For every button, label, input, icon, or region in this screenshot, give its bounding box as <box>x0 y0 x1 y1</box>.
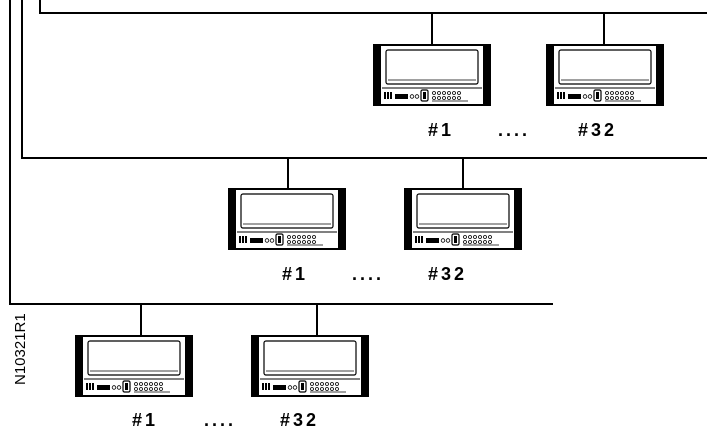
bus-lines <box>9 0 707 305</box>
drop-lines <box>140 13 605 336</box>
monitor-unit-icon <box>546 44 664 106</box>
bus-line-middle <box>21 0 707 159</box>
monitor-unit-icon <box>75 335 193 397</box>
devices <box>75 44 664 397</box>
device-label-last: #32 <box>280 410 320 430</box>
ellipsis-label: .... <box>498 120 531 140</box>
figure-code: N10321R1 <box>12 313 29 385</box>
device-label-first: #1 <box>428 120 455 140</box>
bus-line-bottom <box>9 0 553 305</box>
device-label-first: #1 <box>132 410 159 430</box>
device-label-last: #32 <box>428 264 468 284</box>
monitor-unit-icon <box>404 188 522 250</box>
bus-line-top <box>39 0 707 14</box>
device-label-last: #32 <box>578 120 618 140</box>
monitor-unit-icon <box>228 188 346 250</box>
device-label-first: #1 <box>282 264 309 284</box>
ellipsis-label: .... <box>352 264 385 284</box>
ellipsis-label: .... <box>204 410 237 430</box>
monitor-unit-icon <box>373 44 491 106</box>
monitor-unit-icon <box>251 335 369 397</box>
